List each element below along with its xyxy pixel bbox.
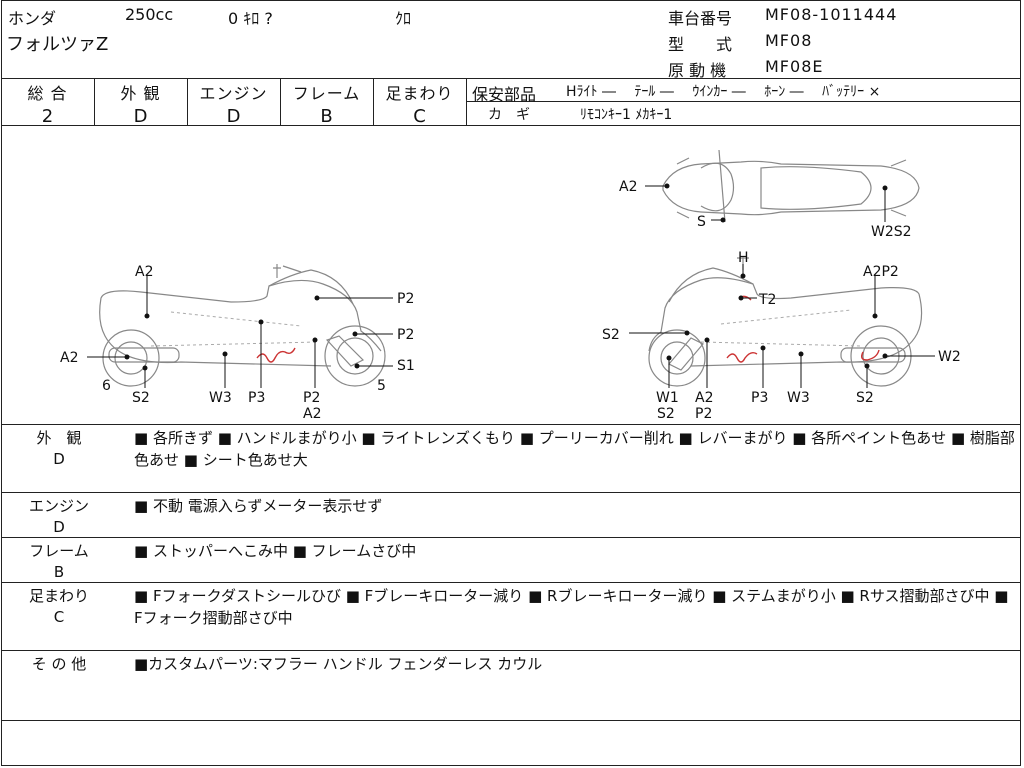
section-line <box>1 582 1021 583</box>
section-grade: B <box>53 563 65 581</box>
section-line <box>1 424 1021 425</box>
section-title: エンジン <box>28 497 89 515</box>
section-frame-title: フレーム B <box>14 541 104 583</box>
grade-cell-overall: 総 合 2 <box>1 80 94 127</box>
section-title: フレーム <box>29 542 89 560</box>
grade-label: 外 観 <box>120 84 161 103</box>
label: W3 <box>787 390 810 406</box>
maker: ホンダ <box>8 9 57 28</box>
label: P3 <box>751 390 768 406</box>
label: W1 <box>656 390 679 406</box>
grade-label: エンジン <box>199 84 268 103</box>
section-suspension-text: ■ Fフォークダストシールひび ■ Fブレーキローター減り ■ Rブレーキロータ… <box>134 587 1009 627</box>
type-label: 型 式 <box>668 35 733 54</box>
grade-divider <box>373 78 374 125</box>
section-grade: D <box>53 518 65 536</box>
grade-label: 総 合 <box>27 84 68 103</box>
section-title: 足まわり <box>28 587 89 605</box>
label: W2 <box>938 349 961 365</box>
grade-value: D <box>226 106 241 127</box>
section-suspension-title: 足まわり C <box>14 586 104 628</box>
safety-label: 保安部品 <box>472 85 537 104</box>
section-grade: C <box>53 608 65 626</box>
label: P2 <box>303 390 320 406</box>
label: W3 <box>209 390 232 406</box>
key-items: ﾘﾓｺﾝｷｰ1 ﾒｶｷｰ1 <box>580 107 673 123</box>
label: P2 <box>397 291 414 307</box>
section-appearance-text: ■ 各所きず ■ ハンドルまがり小 ■ ライトレンズくもり ■ プーリーカバー削… <box>134 429 1015 469</box>
grade-value: C <box>413 106 426 127</box>
damage-diagram: A2 S W2S2 A2 P2 P2 A2 S1 6 5 S2 W3 P3 P2… <box>60 149 961 422</box>
grade-value: D <box>133 106 148 127</box>
grade-value: 2 <box>41 106 54 127</box>
safety-divider <box>466 101 1021 102</box>
grade-row-top <box>1 78 1021 79</box>
grade-cell-appearance: 外 観 D <box>94 80 187 127</box>
section-engine-text: ■ 不動 電源入らずメーター表示せず <box>134 497 383 515</box>
section-grade: D <box>53 450 65 468</box>
frame-no-label: 車台番号 <box>668 9 733 28</box>
section-line <box>1 650 1021 651</box>
section-engine-title: エンジン D <box>14 496 104 538</box>
grade-cell-suspension: 足まわり C <box>373 80 466 127</box>
label: S2 <box>856 390 874 406</box>
label: S <box>697 214 706 230</box>
safety-items: Hﾗｲﾄ ― ﾃｰﾙ ― ｳｲﾝｶｰ ― ﾎｰﾝ ― ﾊﾞｯﾃﾘｰ × <box>566 84 881 100</box>
grade-label: フレーム <box>292 84 361 103</box>
label: A2 <box>303 406 321 422</box>
displacement: 250cc <box>125 5 174 24</box>
label: 5 <box>377 378 386 394</box>
label: 6 <box>102 378 111 394</box>
label: P2 <box>397 327 414 343</box>
label: T2 <box>758 292 776 308</box>
label: W2S2 <box>871 224 912 240</box>
section-title: そ の 他 <box>31 655 87 673</box>
model-name: フォルツァZ <box>6 34 109 55</box>
key-label: カ ギ <box>488 107 530 123</box>
label: P3 <box>248 390 265 406</box>
engine-label: 原 動 機 <box>668 61 727 80</box>
grade-divider <box>280 78 281 125</box>
label: H <box>738 250 749 266</box>
top-view-scooter <box>662 149 920 223</box>
grade-label: 足まわり <box>385 84 454 103</box>
grade-divider <box>94 78 95 125</box>
label: A2 <box>60 350 78 366</box>
label: P2 <box>695 406 712 422</box>
color: ｸﾛ <box>395 9 412 28</box>
section-frame-text: ■ ストッパーへこみ中 ■ フレームさび中 <box>134 542 417 560</box>
grade-divider <box>187 78 188 125</box>
label: A2 <box>619 179 637 195</box>
label: A2 <box>695 390 713 406</box>
label: A2 <box>135 264 153 280</box>
type-value: MF08 <box>765 31 813 50</box>
frame-no: MF08-1011444 <box>765 5 898 24</box>
grade-cell-engine: エンジン D <box>187 80 280 127</box>
label: S1 <box>397 358 415 374</box>
label: S2 <box>132 390 150 406</box>
left-side-scooter <box>99 264 386 387</box>
section-title: 外 観 <box>36 429 82 447</box>
section-appearance-title: 外 観 D <box>14 428 104 470</box>
section-line <box>1 492 1021 493</box>
label: S2 <box>657 406 675 422</box>
section-other-text: ■カスタムパーツ:マフラー ハンドル フェンダーレス カウル <box>134 655 543 673</box>
grade-cell-frame: フレーム B <box>280 80 373 127</box>
section-line <box>1 720 1021 721</box>
engine-value: MF08E <box>765 57 824 76</box>
section-other-title: そ の 他 <box>14 654 104 675</box>
grade-value: B <box>320 106 333 127</box>
grade-row-bottom <box>1 125 1021 126</box>
label: A2P2 <box>863 264 899 280</box>
mileage: 0 ｷﾛ ? <box>228 9 273 28</box>
label: S2 <box>602 327 620 343</box>
section-line <box>1 537 1021 538</box>
